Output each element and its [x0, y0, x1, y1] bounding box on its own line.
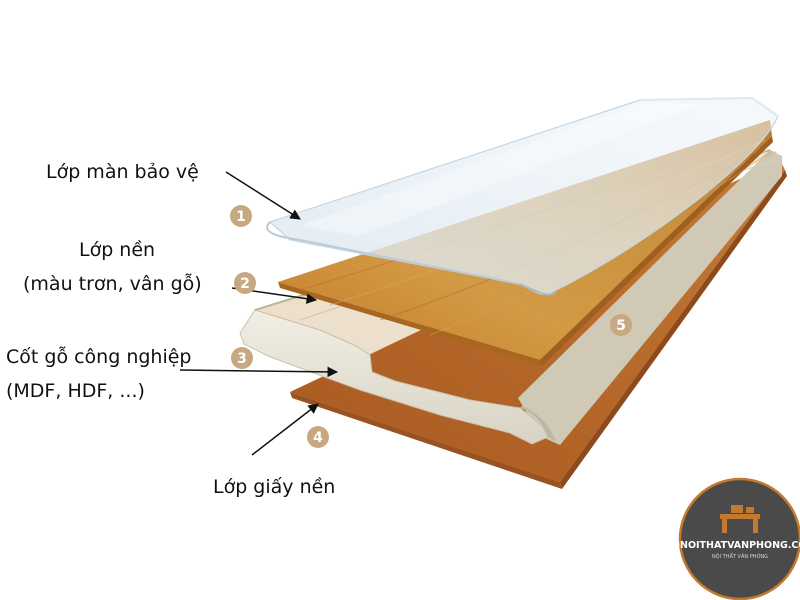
- svg-text:3: 3: [237, 351, 247, 367]
- arrow-1: [225, 171, 301, 220]
- badge-3: 3: [231, 347, 253, 369]
- svg-text:2: 2: [240, 276, 250, 292]
- svg-text:5: 5: [616, 318, 626, 334]
- badge-1: 1: [230, 205, 252, 227]
- label-decor-layer-detail: (màu trơn, vân gỗ): [23, 273, 202, 295]
- arrow-4: [251, 403, 319, 456]
- label-backing-layer: Lớp giấy nền: [213, 476, 336, 498]
- brand-logo: DONOITHATVANPHONG.COM NỘI THẤT VĂN PHÒNG: [664, 477, 800, 600]
- label-core-layer-title: Cốt gỗ công nghiệp: [6, 346, 192, 368]
- label-protective-layer: Lớp màn bảo vệ: [46, 161, 199, 183]
- overlay-film-layer: [266, 96, 779, 296]
- badge-5: 5: [610, 314, 632, 336]
- label-core-layer-detail: (MDF, HDF, ...): [6, 380, 145, 402]
- badge-4: 4: [307, 426, 329, 448]
- logo-subtitle: NỘI THẤT VĂN PHÒNG: [712, 552, 768, 560]
- desk-icon: [720, 505, 760, 533]
- arrow-3: [179, 366, 339, 378]
- svg-text:1: 1: [236, 209, 246, 225]
- badge-2: 2: [234, 272, 256, 294]
- logo-title: DONOITHATVANPHONG.COM: [664, 540, 800, 551]
- svg-text:4: 4: [313, 430, 323, 446]
- label-decor-layer-title: Lớp nền: [79, 239, 156, 261]
